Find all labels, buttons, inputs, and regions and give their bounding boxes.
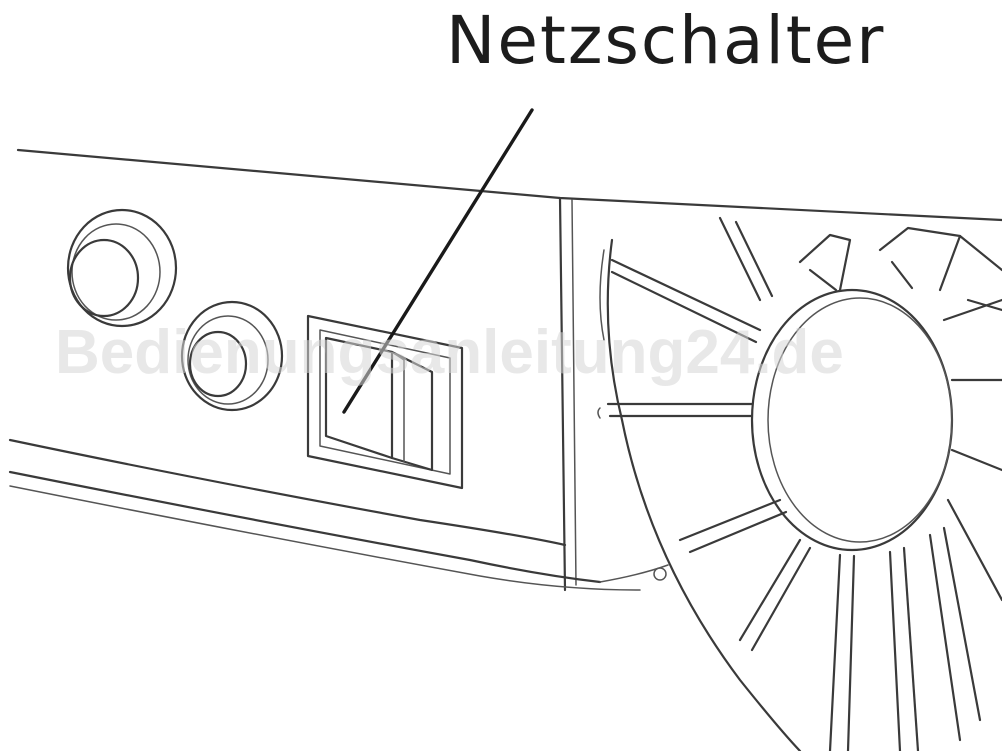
callout-label-netzschalter: Netzschalter (446, 2, 886, 79)
housing-base-line-3 (599, 564, 669, 583)
rocker-switch-icon (306, 314, 464, 490)
fan-grille-icon (597, 216, 1002, 751)
knob-upper-icon (66, 208, 178, 328)
housing-base-line-1 (8, 470, 602, 584)
housing-panel-divider-inner (571, 199, 577, 586)
housing-top-edge (16, 148, 1002, 222)
callout-leader-line (342, 108, 534, 414)
housing-panel-divider (558, 196, 567, 592)
housing-bottom-edge (8, 438, 567, 547)
housing-base-line-2 (9, 485, 641, 591)
knob-lower-icon (180, 300, 284, 412)
